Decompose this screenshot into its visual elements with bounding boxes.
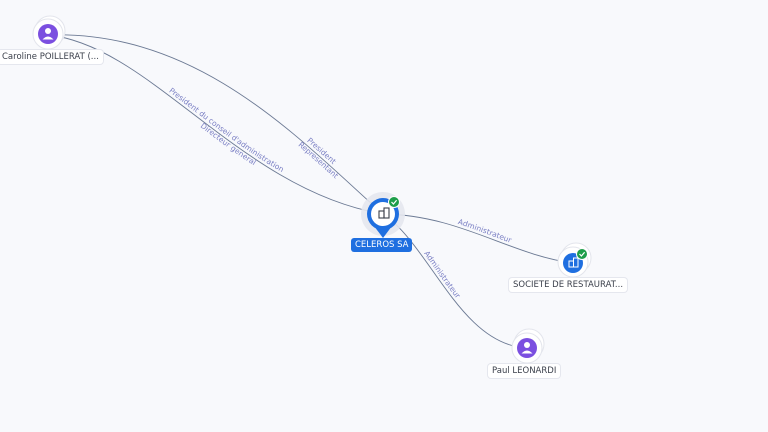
caroline-label[interactable]: Caroline POILLERAT (... xyxy=(0,50,103,64)
node-celeros[interactable] xyxy=(361,192,405,238)
person-icon xyxy=(38,24,58,44)
node-societe[interactable] xyxy=(557,242,592,278)
building-icon xyxy=(568,257,579,268)
edge-label-administrateur-paul: Administrateur xyxy=(422,249,463,301)
check-badge-icon xyxy=(576,248,588,260)
node-caroline[interactable] xyxy=(32,15,66,50)
node-paul[interactable] xyxy=(511,328,545,364)
person-icon xyxy=(517,338,537,358)
building-icon xyxy=(378,207,390,219)
celeros-label[interactable]: CELEROS SA xyxy=(351,238,413,252)
edge-label-administrateur-societe: Administrateur xyxy=(457,217,514,245)
societe-label[interactable]: SOCIETE DE RESTAURAT... xyxy=(509,278,628,292)
edge-label-president-conseil: President du conseil d'administration xyxy=(167,86,285,174)
check-badge-icon xyxy=(388,196,400,208)
paul-label[interactable]: Paul LEONARDI xyxy=(488,364,561,378)
